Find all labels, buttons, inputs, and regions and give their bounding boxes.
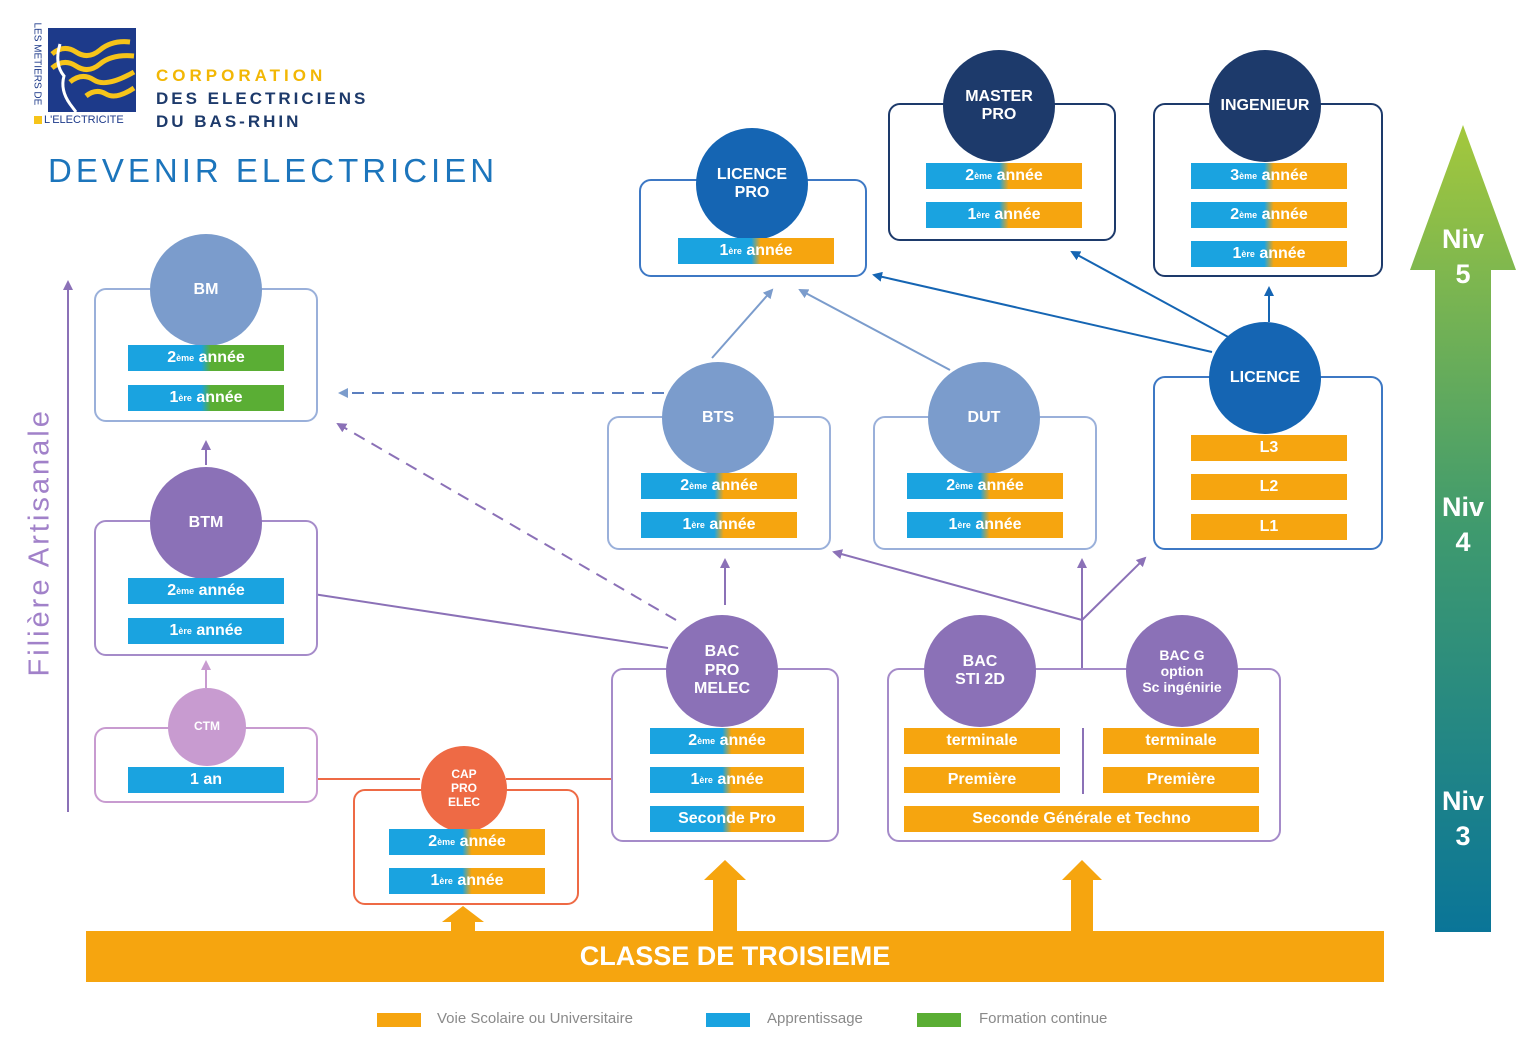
ingenieur-circle: INGENIEUR: [1209, 50, 1321, 162]
ctm-circle: CTM: [168, 688, 246, 766]
bts-to-licencepro-arrow: [711, 288, 774, 359]
level-niv5: Niv 5: [1441, 224, 1485, 290]
legend-swatch-apprentissage: [706, 1013, 750, 1027]
bacsti-circle: BAC STI 2D: [924, 615, 1036, 727]
bacsti-terminale-bar: terminale: [904, 728, 1060, 754]
bts-circle: BTS: [662, 362, 774, 474]
legend-label-formation: Formation continue: [979, 1010, 1108, 1027]
cap-circle: CAP PRO ELEC: [421, 746, 507, 832]
bacgen-to-bts-arrow: [832, 549, 1083, 621]
level-niv3: Niv 3: [1441, 786, 1485, 852]
licence-to-master-arrow: [1070, 251, 1231, 339]
org-line1: CORPORATION: [156, 66, 327, 85]
master-circle: MASTER PRO: [943, 50, 1055, 162]
bacg-terminale-bar: terminale: [1103, 728, 1259, 754]
licence-l2-bar: L2: [1191, 474, 1347, 500]
bacsti-premiere-bar: Première: [904, 767, 1060, 793]
bacpro-circle: BAC PRO MELEC: [666, 615, 778, 727]
bacgen-divider: [1082, 728, 1084, 794]
page-title: DEVENIR ELECTRICIEN: [48, 152, 499, 189]
bacpro-to-btm-arrow: [298, 588, 669, 649]
level-niv4: Niv 4: [1441, 492, 1485, 558]
org-line3: DU BAS-RHIN: [156, 112, 302, 131]
legend-swatch-scolaire: [377, 1013, 421, 1027]
logo-emblem: [34, 28, 136, 124]
legend-label-scolaire: Voie Scolaire ou Universitaire: [437, 1010, 633, 1027]
btm-circle: BTM: [150, 467, 262, 579]
bacgen-seconde-bar: Seconde Générale et Techno: [904, 806, 1259, 832]
ctm-bar: 1 an: [128, 767, 284, 793]
licencepro-circle: LICENCE PRO: [696, 128, 808, 240]
licence-l1-bar: L1: [1191, 514, 1347, 540]
bacgen-to-licence-arrow: [1081, 556, 1147, 621]
bacg-circle: BAC G option Sc ingénirie: [1126, 615, 1238, 727]
dut-circle: DUT: [928, 362, 1040, 474]
logo-bottom-text: L'ELECTRICITE: [44, 114, 124, 126]
legend-label-apprentissage: Apprentissage: [767, 1010, 863, 1027]
troisieme-to-bacpro-arrow: [704, 860, 746, 932]
filiere-label: Filière Artisanale: [23, 408, 56, 677]
level-arrow: [1410, 125, 1516, 932]
bacpro-seconde-bar: Seconde Pro: [650, 806, 804, 832]
logo: LES METIERS DE L'ELECTRICITE: [30, 23, 140, 128]
legend-swatch-formation: [917, 1013, 961, 1027]
licence-to-licencepro-arrow: [872, 271, 1213, 353]
bm-circle: BM: [150, 234, 262, 346]
bacg-premiere-bar: Première: [1103, 767, 1259, 793]
dut-to-licencepro-arrow: [798, 289, 951, 371]
classe-troisieme-bar: CLASSE DE TROISIEME: [86, 931, 1384, 982]
troisieme-to-cap-arrow: [442, 906, 484, 932]
org-line2: DES ELECTRICIENS: [156, 89, 369, 108]
licence-l3-bar: L3: [1191, 435, 1347, 461]
bacpro-to-bm-dashed: [336, 422, 677, 621]
licence-circle: LICENCE: [1209, 322, 1321, 434]
troisieme-to-bacgen-arrow: [1062, 860, 1102, 932]
